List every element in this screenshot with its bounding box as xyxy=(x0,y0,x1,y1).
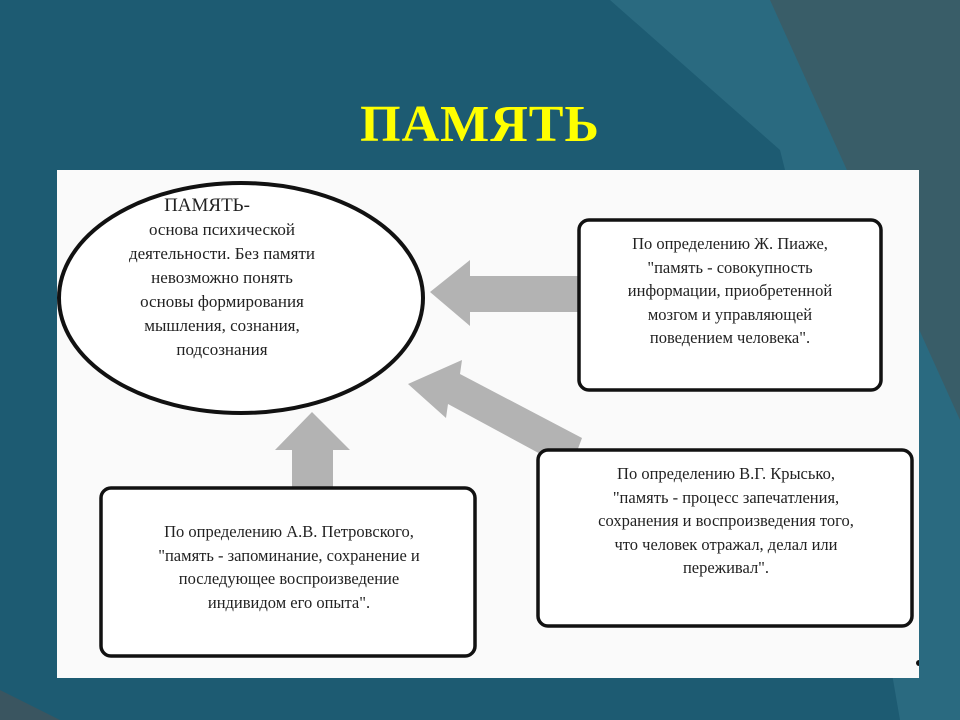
central-line: основы формирования xyxy=(140,292,304,311)
definition-line: "память - запоминание, сохранение и xyxy=(158,545,420,565)
central-line: невозможно понять xyxy=(151,268,293,287)
definition-line: "память - совокупность xyxy=(647,257,813,277)
krysko-box xyxy=(536,448,914,628)
definition-line: индивидом его опыта". xyxy=(207,592,371,612)
diagram-panel xyxy=(57,170,919,678)
central-line: деятельности. Без памяти xyxy=(128,244,316,263)
background-corner xyxy=(0,690,60,720)
arrow-from-piaget xyxy=(430,260,598,326)
slide-title: ПАМЯТЬ xyxy=(360,96,600,153)
petrovsky-definition: По определению А.В. Петровского, "память… xyxy=(108,520,470,614)
piaget-definition: По определению Ж. Пиаже, "память - совок… xyxy=(585,232,875,350)
definition-line: "память - процесс запечатления, xyxy=(612,487,840,507)
definition-line: последующее воспроизведение xyxy=(178,569,400,588)
diagram-shapes xyxy=(57,181,919,666)
central-definition: ПАМЯТЬ- основа психической деятельности.… xyxy=(88,194,356,362)
definition-line: поведением человека". xyxy=(649,328,811,347)
definition-line: что человек отражал, делал или xyxy=(614,534,838,554)
definition-line: информации, приобретенной xyxy=(627,281,833,300)
central-heading: ПАМЯТЬ- xyxy=(164,195,250,216)
piaget-box xyxy=(577,218,883,392)
central-line: подсознания xyxy=(176,340,268,359)
arrow-from-krysko xyxy=(408,360,582,470)
krysko-definition: По определению В.Г. Крысько, "память - п… xyxy=(545,462,907,580)
definition-line: По определению А.В. Петровского, xyxy=(164,522,414,541)
central-line: мышления, сознания, xyxy=(144,316,300,335)
definition-line: мозгом и управляющей xyxy=(647,304,813,324)
petrovsky-box xyxy=(99,486,477,658)
stray-dot xyxy=(916,660,919,666)
definition-line: По определению В.Г. Крысько, xyxy=(617,464,835,483)
memory-ellipse xyxy=(57,181,425,415)
definition-line: По определению Ж. Пиаже, xyxy=(632,234,828,253)
arrow-from-petrovsky xyxy=(275,412,350,498)
definition-line: сохранения и воспроизведения того, xyxy=(598,511,854,530)
central-line: основа психической xyxy=(148,220,296,239)
definition-line: переживал". xyxy=(682,558,770,577)
